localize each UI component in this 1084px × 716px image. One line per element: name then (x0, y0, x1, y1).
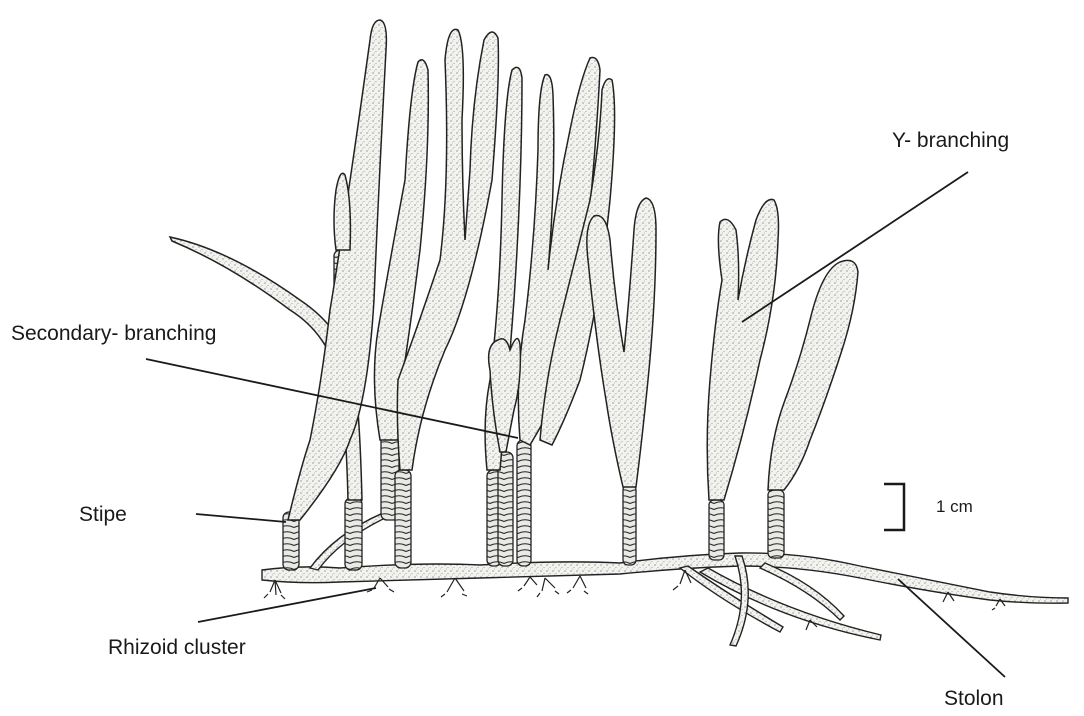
scale-bar-label: 1 cm (936, 498, 973, 515)
fronds (170, 20, 858, 520)
scale-bar (884, 484, 904, 530)
label-stolon: Stolon (944, 688, 1004, 709)
label-stipe: Stipe (79, 504, 127, 525)
label-rhizoid-cluster: Rhizoid cluster (108, 637, 246, 658)
stipe-leader (196, 514, 286, 522)
stolon-shape (262, 513, 1068, 646)
rhizoid-cluster-leader (198, 588, 376, 622)
label-secondary-branching: Secondary- branching (11, 323, 216, 344)
label-y-branching: Y- branching (892, 130, 1009, 151)
